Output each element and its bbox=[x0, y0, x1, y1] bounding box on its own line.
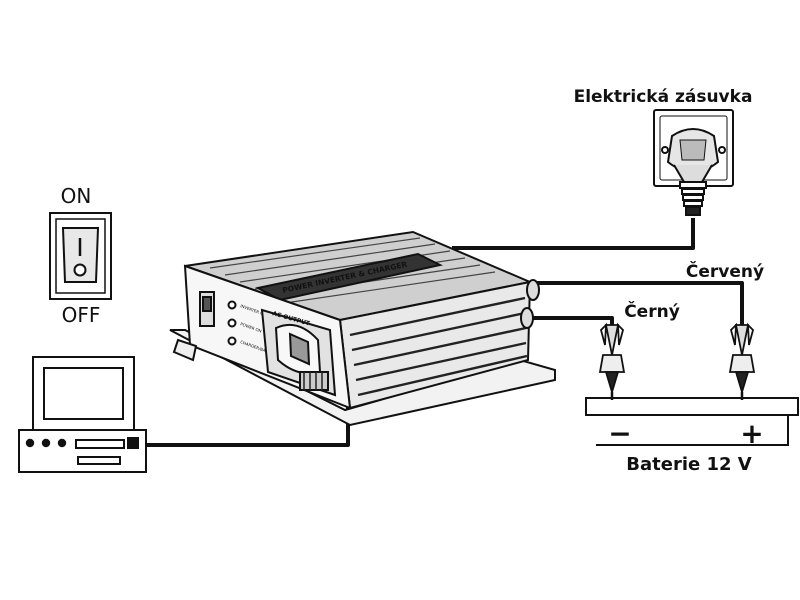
socket-cable bbox=[452, 218, 695, 250]
red-wire-label: Červený bbox=[686, 260, 764, 282]
battery bbox=[585, 397, 799, 446]
battery-minus-label: − bbox=[608, 417, 631, 450]
black-cable bbox=[530, 316, 614, 325]
computer-cable bbox=[146, 405, 350, 447]
battery-label: Baterie 12 V bbox=[626, 454, 752, 475]
led-power bbox=[227, 318, 237, 328]
battery-top bbox=[585, 397, 799, 416]
power-switch-icon bbox=[49, 212, 112, 300]
socket-label: Elektrická zásuvka bbox=[574, 87, 753, 107]
red-cable bbox=[536, 281, 744, 325]
black-clamp bbox=[598, 322, 626, 400]
led-charger bbox=[227, 336, 237, 346]
plug-icon bbox=[666, 128, 720, 216]
battery-clamp-icon bbox=[598, 322, 756, 400]
battery-plus-label: + bbox=[740, 417, 763, 450]
switch-off-label: OFF bbox=[62, 303, 101, 327]
switch-on-label: ON bbox=[61, 184, 92, 208]
battery-body bbox=[596, 414, 789, 446]
computer-icon bbox=[18, 356, 147, 473]
red-clamp bbox=[728, 322, 756, 400]
led-inverter bbox=[227, 300, 237, 310]
inverter-device: POWER INVERTER & CHARGER INVERTER INPUT … bbox=[169, 230, 556, 427]
black-wire-label: Černý bbox=[624, 300, 680, 322]
